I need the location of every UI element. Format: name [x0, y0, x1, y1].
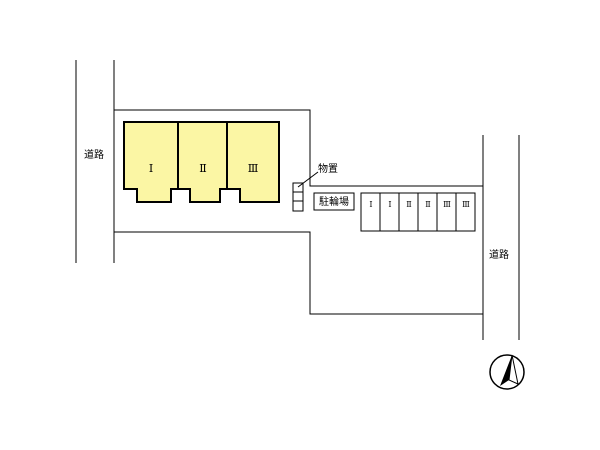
storage-shed [292, 182, 304, 212]
unit-label-1: Ⅰ [149, 162, 153, 175]
unit-label-2: Ⅱ [199, 162, 206, 175]
bike-parking-label: 駐輪場 [319, 195, 349, 208]
storage-label: 物置 [318, 162, 338, 175]
road-label-left: 道路 [84, 148, 104, 161]
north-arrow-icon [489, 354, 525, 390]
parking-space-label: Ⅱ [425, 200, 430, 209]
storage-leader-line [297, 171, 319, 188]
unit-label-3: Ⅲ [248, 162, 259, 175]
parking-space-label: Ⅲ [462, 200, 470, 209]
building-unit-3 [226, 121, 280, 203]
parking-space-label: Ⅱ [406, 200, 411, 209]
parking-space-label: Ⅲ [443, 200, 451, 209]
site-boundary-top [114, 109, 483, 187]
bike-parking-label-box [313, 192, 355, 211]
site-boundary-bottom [114, 231, 483, 315]
parking-space-label: Ⅰ [369, 200, 372, 209]
road-label-right: 道路 [489, 248, 509, 261]
parking-space-label: Ⅰ [388, 200, 391, 209]
